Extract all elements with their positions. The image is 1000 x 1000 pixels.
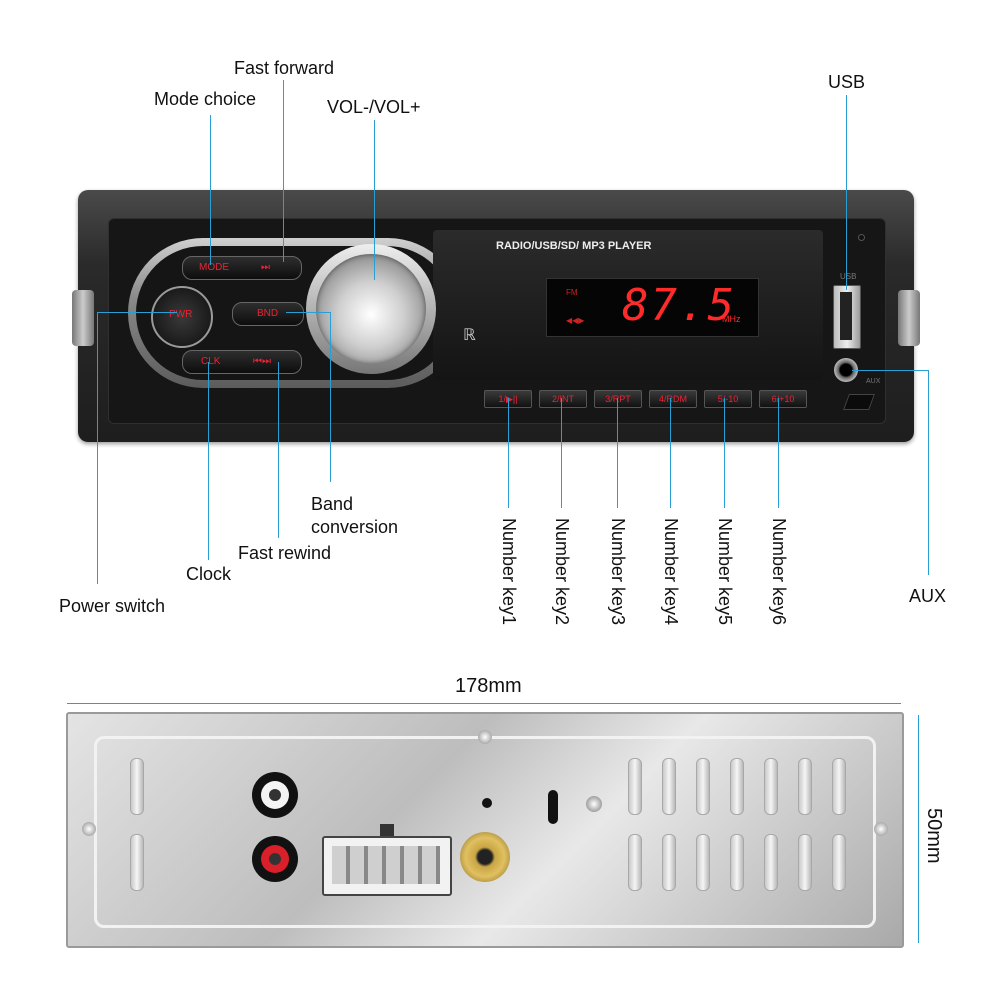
line-aux-h: [852, 370, 929, 371]
label-mode-choice: Mode choice: [154, 89, 257, 109]
line-key3: [617, 398, 618, 508]
label-number-key-5: Number key5: [715, 518, 735, 626]
vent-slot: [798, 758, 812, 815]
mount-hole: [482, 798, 492, 808]
label-fast-forward: Fast forward: [234, 58, 335, 78]
label-number-key-1: Number key1: [499, 518, 519, 626]
label-number-key-6: Number key6: [769, 518, 789, 626]
vent-slot: [832, 834, 846, 891]
label-clock: Clock: [186, 564, 232, 584]
line-power-h: [97, 312, 177, 313]
line-key2: [561, 398, 562, 508]
vent-slot: [696, 758, 710, 815]
number-key-2[interactable]: 2/INT: [539, 390, 587, 408]
label-usb: USB: [828, 72, 866, 92]
fast-forward-icon: ⏭: [261, 262, 270, 273]
dimension-height-label: 50mm: [923, 808, 945, 864]
pwr-label: PWR: [169, 309, 193, 320]
label-power-switch: Power switch: [59, 596, 166, 616]
vent-slot: [730, 758, 744, 815]
mount-slot: [548, 790, 558, 824]
fast-rewind-icon: ⏮⏭: [253, 356, 271, 367]
indicator-fm: FM: [566, 288, 578, 297]
vent-slot: [832, 758, 846, 815]
line-key6: [778, 398, 779, 508]
label-aux: AUX: [909, 586, 947, 606]
ir-sensor-icon: ℝ: [463, 327, 476, 344]
clock-button[interactable]: CLK ⏮⏭: [182, 350, 302, 374]
ground-screw: [586, 796, 602, 812]
vent-slot: [628, 834, 642, 891]
label-vol: VOL-/VOL+: [327, 97, 421, 117]
line-power-v: [97, 312, 98, 584]
wiring-connector: [322, 824, 452, 896]
number-key-6[interactable]: 6/+10: [759, 390, 807, 408]
vent-slot: [628, 758, 642, 815]
line-clock: [208, 362, 209, 560]
line-fast-forward: [283, 80, 284, 262]
frequency-unit: MHz: [722, 314, 741, 324]
line-band-v: [330, 312, 331, 482]
aux-port-label: AUX: [866, 378, 881, 385]
player-title: RADIO/USB/SD/ MP3 PLAYER: [496, 240, 652, 252]
label-fast-rewind: Fast rewind: [238, 543, 332, 563]
status-led: [858, 234, 865, 241]
screw-right: [874, 822, 888, 836]
line-aux-v: [928, 370, 929, 575]
usb-port-label: USB: [840, 272, 857, 281]
line-key1: [508, 398, 509, 508]
screw-top: [478, 730, 492, 744]
screw-left: [82, 822, 96, 836]
mode-label: MODE: [199, 262, 229, 273]
line-key4: [670, 398, 671, 508]
frequency-display: 87.5: [622, 280, 736, 331]
rca-white-jack: [252, 772, 298, 818]
vent-slot: [730, 834, 744, 891]
power-button[interactable]: PWR: [151, 286, 213, 348]
clk-label: CLK: [201, 356, 221, 367]
label-band-2: conversion: [311, 517, 399, 537]
usb-port-slot: [840, 292, 852, 340]
bnd-label: BND: [257, 308, 279, 319]
number-key-5[interactable]: 5/-10: [704, 390, 752, 408]
line-key5: [724, 398, 725, 508]
vent-slot: [662, 758, 676, 815]
left-clip: [72, 290, 94, 346]
line-mode-choice: [210, 115, 211, 265]
antenna-jack: [460, 832, 510, 882]
label-number-key-2: Number key2: [552, 518, 572, 626]
number-key-4[interactable]: 4/RDM: [649, 390, 697, 408]
volume-knob[interactable]: [316, 254, 426, 364]
dimension-width-line: [67, 703, 901, 704]
vent-slot: [130, 758, 144, 815]
number-key-3[interactable]: 3/RPT: [594, 390, 642, 408]
label-number-key-4: Number key4: [661, 518, 681, 626]
line-usb: [846, 95, 847, 290]
label-band-1: Band: [311, 494, 354, 514]
vent-slot: [130, 834, 144, 891]
dimension-height-line: [918, 715, 919, 943]
band-button[interactable]: BND: [232, 302, 304, 326]
radio-back-panel: [66, 712, 904, 948]
vent-slot: [764, 758, 778, 815]
lcd-screen: [546, 278, 759, 337]
indicator-icon: ◀◀▶: [566, 316, 585, 325]
rca-red-jack: [252, 836, 298, 882]
usb-port[interactable]: [833, 285, 861, 349]
line-vol: [374, 120, 375, 280]
vent-slot: [764, 834, 778, 891]
vent-slot: [662, 834, 676, 891]
mode-button[interactable]: MODE ⏭: [182, 256, 302, 280]
line-fast-rewind: [278, 362, 279, 538]
line-band-h: [286, 312, 331, 313]
dimension-width-label: 178mm: [455, 675, 522, 697]
label-number-key-3: Number key3: [608, 518, 628, 626]
vent-slot: [798, 834, 812, 891]
vent-slot: [696, 834, 710, 891]
right-clip: [898, 290, 920, 346]
